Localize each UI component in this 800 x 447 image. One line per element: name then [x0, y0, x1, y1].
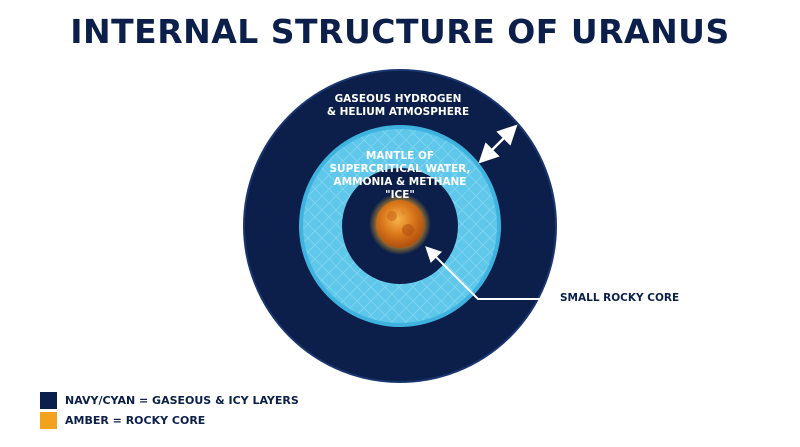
core-label: SMALL ROCKY CORE [560, 292, 680, 304]
rocky-core [376, 200, 424, 248]
legend-item-core: AMBER = ROCKY CORE [40, 411, 205, 429]
atmosphere-rim [243, 69, 557, 383]
core-texture-spot [402, 224, 414, 236]
page-title: INTERNAL STRUCTURE OF URANUS [70, 12, 730, 51]
core-pointer-line [425, 246, 548, 300]
legend-swatch-amber [40, 411, 57, 429]
core-texture-spot [401, 209, 407, 215]
atmosphere-label: GASEOUS HYDROGEN & HELIUM ATMOSPHERE [326, 93, 470, 118]
core-texture-spot [387, 211, 397, 221]
legend-item-layers: NAVY/CYAN = GASEOUS & ICY LAYERS [40, 391, 299, 409]
legend-swatch-navy [40, 391, 57, 409]
mantle-label: MANTLE OF SUPERCRITICAL WATER, AMMONIA &… [329, 150, 471, 201]
thickness-double-arrow [478, 124, 518, 164]
